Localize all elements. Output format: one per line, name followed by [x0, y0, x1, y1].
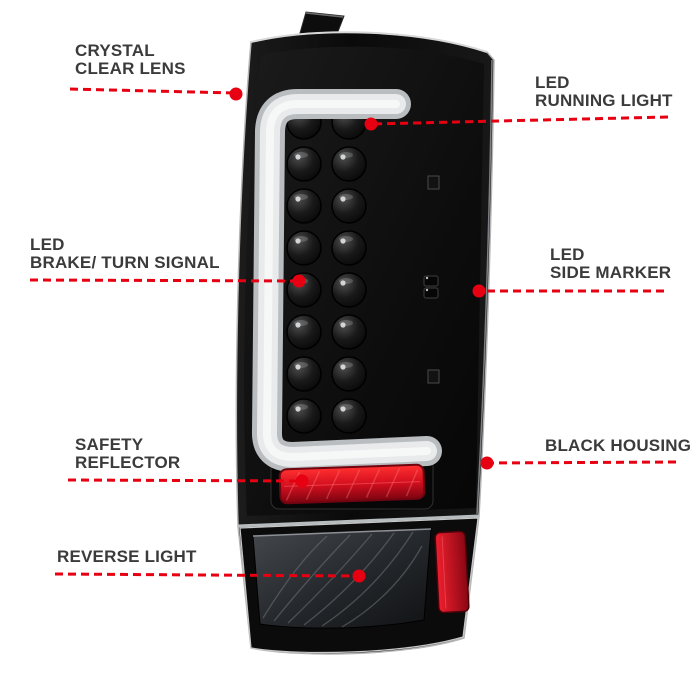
callout-text-line: LED	[550, 245, 585, 264]
callout-dot-led-running-light	[364, 117, 378, 131]
leader-line-led-brake-turn-signal	[29, 278, 300, 283]
callout-dot-crystal-clear-lens	[229, 87, 243, 101]
rear-red-reflector	[434, 530, 470, 614]
callout-dot-black-housing	[480, 456, 494, 470]
callout-text-line: SAFETY	[75, 435, 144, 454]
callout-led-brake-turn-signal: LED BRAKE/ TURN SIGNAL	[30, 236, 220, 272]
callout-text-line: BRAKE/ TURN SIGNAL	[30, 253, 220, 272]
leader-lines-group	[29, 87, 677, 578]
callout-text-line: CLEAR LENS	[75, 59, 186, 78]
leader-line-safety-reflector	[67, 478, 303, 483]
leader-line-crystal-clear-lens	[69, 87, 237, 95]
callout-dot-led-side-marker	[472, 284, 486, 298]
callout-reverse-light: REVERSE LIGHT	[57, 548, 197, 566]
callout-text-line: CRYSTAL	[75, 41, 155, 60]
callout-text-line: RUNNING LIGHT	[535, 91, 673, 110]
callout-crystal-clear-lens: CRYSTAL CLEAR LENS	[75, 42, 186, 78]
callout-text-line: REVERSE LIGHT	[57, 547, 197, 566]
callout-text-line: BLACK HOUSING	[545, 436, 692, 455]
callout-led-side-marker: LED SIDE MARKER	[550, 246, 671, 282]
leader-line-black-housing	[486, 460, 677, 465]
side-marker-part	[423, 275, 439, 299]
callout-text-line: LED	[30, 235, 65, 254]
safety-reflector-part	[278, 463, 426, 505]
callout-black-housing: BLACK HOUSING	[545, 437, 691, 455]
callout-dots-group	[229, 87, 494, 583]
callout-text-line: REFLECTOR	[75, 453, 181, 472]
callout-led-running-light: LED RUNNING LIGHT	[535, 74, 673, 110]
reverse-lens	[252, 528, 432, 629]
leader-line-reverse-light	[54, 572, 360, 578]
callout-dot-reverse-light	[352, 569, 366, 583]
callout-text-line: LED	[535, 73, 570, 92]
callout-dot-led-brake-turn-signal	[292, 274, 306, 288]
callout-dot-safety-reflector	[295, 474, 309, 488]
reverse-light-section	[239, 517, 479, 654]
leader-line-led-running-light	[370, 115, 669, 126]
tail-light-illustration	[235, 11, 495, 655]
callout-text-line: SIDE MARKER	[550, 263, 672, 282]
callout-safety-reflector: SAFETY REFLECTOR	[75, 436, 180, 472]
